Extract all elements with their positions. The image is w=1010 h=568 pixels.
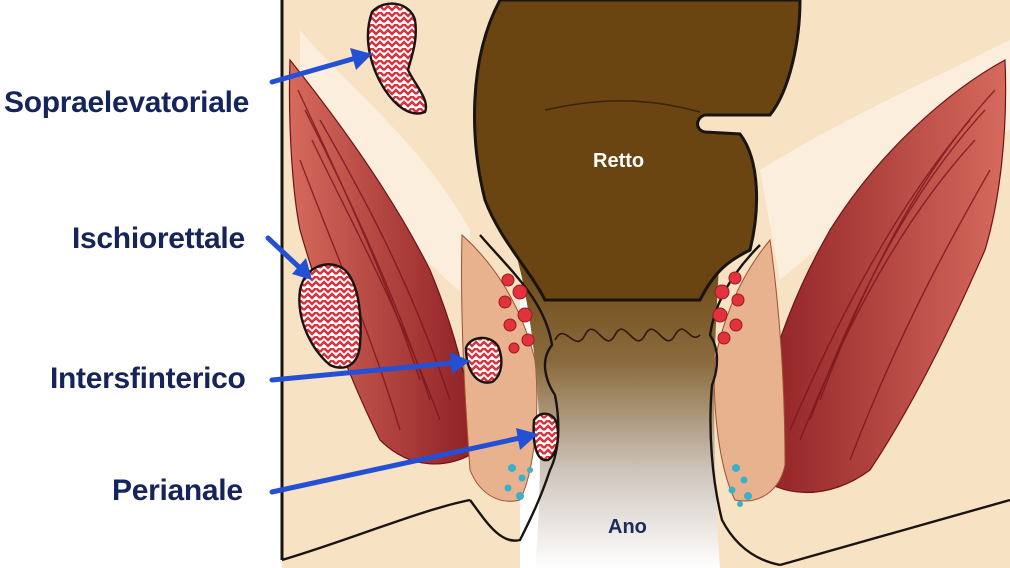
label-intersfinterico: Intersfinterico	[50, 362, 246, 395]
sphincter-right	[713, 238, 786, 502]
muscle-striations-right	[789, 89, 996, 461]
arrow-perianale	[269, 428, 538, 495]
skin-outline-bottom	[281, 498, 471, 562]
label-ano: Ano	[608, 516, 647, 538]
anal-glands-left	[498, 273, 535, 354]
blue-vessels-left	[504, 464, 533, 500]
label-retto: Retto	[593, 150, 645, 172]
arrow-sopraelevatoriale	[269, 48, 372, 85]
label-perianale: Perianale	[112, 474, 243, 507]
abscess-perianale	[532, 412, 560, 462]
blue-vessels-right	[728, 464, 752, 507]
rectum-fold	[544, 100, 701, 113]
pelvic-zone-left	[300, 30, 470, 300]
anal-glands-right	[712, 271, 745, 345]
label-sopraelevatoriale: Sopraelevatoriale	[4, 86, 250, 119]
arrow-intersfinterico	[269, 352, 470, 383]
abscess-sopraelevatoriale	[366, 2, 428, 115]
abscess-intersfinterico	[464, 336, 503, 384]
label-ischiorettale: Ischiorettale	[72, 222, 245, 255]
levator-muscle-right	[751, 59, 1007, 494]
pectinate-line	[554, 328, 701, 343]
rectum	[473, 0, 802, 302]
arrow-ischiorettale	[265, 235, 312, 280]
skin-outline-bottom-right	[779, 498, 1010, 567]
abscess-ischiorettale	[298, 263, 362, 369]
anal-canal	[515, 250, 720, 568]
